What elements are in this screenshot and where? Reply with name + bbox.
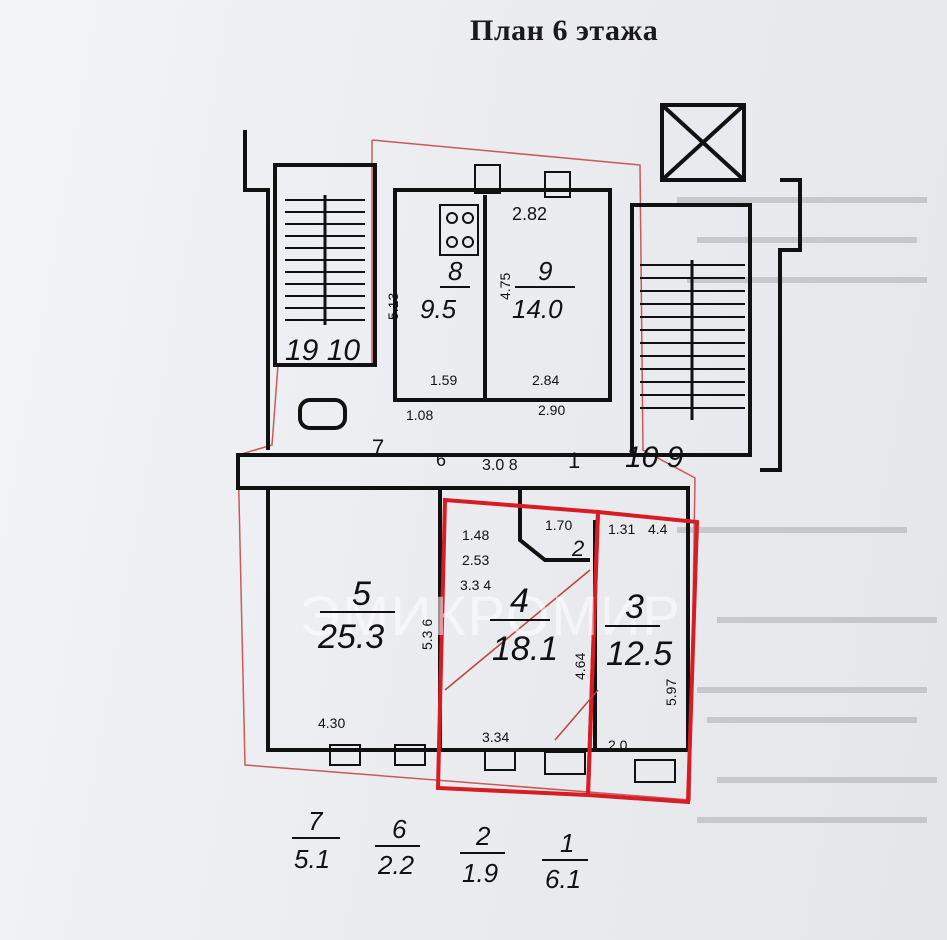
legend-number: 2 [475, 821, 491, 851]
room-4-number: 4 [510, 582, 529, 620]
room-8-number: 8 [448, 256, 463, 286]
room-8: 8 9.5 [420, 256, 470, 324]
windows [329, 164, 676, 783]
dim-label: 3.34 [482, 729, 509, 745]
legend-area: 2.2 [377, 850, 415, 880]
faded-background-text [677, 197, 937, 823]
stairs-left-treads [285, 195, 365, 325]
stove-icon [439, 204, 479, 256]
legend-area: 6.1 [545, 864, 581, 894]
dim-label: 5.13 [385, 293, 401, 320]
room-9-number: 9 [538, 256, 552, 286]
dim-label: 3.0 8 [482, 457, 518, 474]
room-5: 5 25.3 [317, 575, 395, 656]
legend-number: 1 [560, 828, 574, 858]
room-3: 3 12.5 [605, 588, 672, 673]
room-5-area: 25.3 [317, 618, 384, 656]
legend-area: 5.1 [294, 844, 330, 874]
stair-left-label: 19 10 [285, 334, 360, 367]
dim-label: 2.90 [538, 402, 565, 418]
legend-area: 1.9 [462, 858, 498, 888]
dim-label: 2.0 [608, 737, 628, 753]
room-3-area: 12.5 [606, 635, 672, 673]
stair-right-label: 10 9 [625, 441, 684, 474]
small-room-1: 1 [568, 448, 580, 473]
dim-label: 4.4 [648, 521, 668, 537]
dim-label: 4.30 [318, 715, 345, 731]
room-4: 4 18.1 [490, 582, 558, 668]
dim-label: 2.53 [462, 552, 489, 568]
dim-label: 1.31 [608, 521, 635, 537]
room-4-area: 18.1 [492, 630, 558, 668]
legend-number: 6 [392, 814, 407, 844]
room-3-number: 3 [625, 588, 644, 626]
stairs-right-treads [640, 260, 745, 420]
room-4-diagonals [444, 569, 599, 741]
room-8-area: 9.5 [420, 294, 457, 324]
legend-1: 1 6.1 [542, 828, 588, 894]
small-room-7: 7 [372, 435, 384, 460]
legend-number: 7 [308, 806, 324, 836]
plan-title: План 6 этажа [470, 14, 659, 47]
room-9: 9 14.0 [512, 256, 575, 324]
dim-label: 1.48 [462, 527, 489, 543]
room-5-number: 5 [352, 575, 371, 613]
dim-label: 5.97 [663, 679, 679, 706]
walls [236, 103, 802, 752]
small-room-6: 6 [436, 450, 446, 470]
small-room-2: 2 [571, 536, 584, 561]
dim-label: 1.08 [406, 407, 433, 423]
dimension-labels: 2.82 5.13 4.75 1.59 2.84 2.90 1.08 3.0 8… [318, 204, 679, 753]
dim-label: 5.3 6 [419, 619, 435, 650]
highlighted-rooms [435, 497, 700, 805]
dim-label: 2.82 [512, 204, 547, 224]
legend-6: 6 2.2 [375, 814, 420, 880]
dim-label: 3.3 4 [460, 577, 491, 593]
room-9-area: 14.0 [512, 294, 563, 324]
dim-label: 4.64 [572, 653, 588, 680]
watermark-text: ЭМИКРОМИР [300, 584, 682, 647]
legend-2: 2 1.9 [460, 821, 505, 888]
dim-label: 4.75 [497, 273, 513, 300]
legend-7: 7 5.1 [292, 806, 340, 874]
dim-label: 2.84 [532, 372, 559, 388]
dim-label: 1.70 [545, 517, 572, 533]
dim-label: 1.59 [430, 372, 457, 388]
